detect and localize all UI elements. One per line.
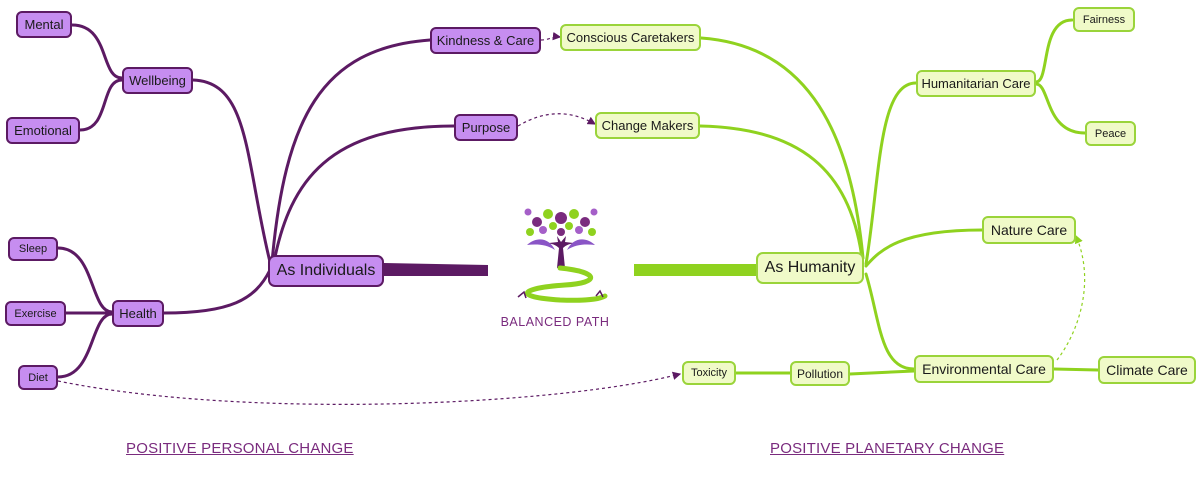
node-label: Health	[119, 306, 157, 321]
node-label: Diet	[28, 371, 48, 384]
link-kindness-individuals	[270, 38, 432, 264]
wedge-humanity	[634, 264, 756, 276]
node-purpose[interactable]: Purpose	[454, 114, 518, 141]
link-diet-health	[56, 312, 114, 379]
node-label: Humanitarian Care	[921, 76, 1031, 91]
link-purpose-individuals	[272, 124, 456, 264]
node-change-makers[interactable]: Change Makers	[595, 112, 700, 139]
link-climate-environmental	[1052, 367, 1100, 372]
node-label: Purpose	[461, 120, 511, 135]
node-label: Wellbeing	[129, 73, 186, 88]
link-mental-wellbeing	[70, 23, 124, 80]
dashed-purpose-changemakers	[517, 113, 597, 127]
node-peace[interactable]: Peace	[1085, 121, 1136, 146]
node-diet[interactable]: Diet	[18, 365, 58, 390]
node-label: Pollution	[796, 366, 844, 381]
node-label: Mental	[24, 17, 64, 32]
node-label: Exercise	[14, 307, 57, 320]
node-label: Nature Care	[990, 222, 1068, 238]
node-mental[interactable]: Mental	[16, 11, 72, 38]
node-label: As Individuals	[276, 262, 376, 279]
node-wellbeing[interactable]: Wellbeing	[122, 67, 193, 94]
link-pollution-environmental	[848, 369, 916, 376]
node-label: Climate Care	[1106, 362, 1188, 378]
node-exercise[interactable]: Exercise	[5, 301, 66, 326]
node-nature-care[interactable]: Nature Care	[982, 216, 1076, 244]
node-label: Kindness & Care	[436, 33, 535, 48]
link-humanitarian-humanity	[864, 81, 918, 266]
ground-grass	[517, 289, 604, 299]
node-label: Sleep	[18, 243, 48, 255]
link-changemakers-humanity	[698, 124, 864, 260]
hands-left	[527, 239, 555, 250]
node-environmental-care[interactable]: Environmental Care	[914, 355, 1054, 383]
link-emotional-wellbeing	[78, 78, 124, 132]
link-sleep-health	[56, 246, 114, 314]
tree-trunk	[540, 236, 582, 268]
wedge-individuals	[384, 263, 488, 276]
node-kindness-care[interactable]: Kindness & Care	[430, 27, 541, 54]
node-as-humanity[interactable]: As Humanity	[756, 252, 864, 284]
node-label: As Humanity	[764, 259, 856, 276]
node-label: Toxicity	[690, 367, 728, 379]
node-label: Conscious Caretakers	[566, 30, 695, 45]
dashed-kindness-conscious	[540, 31, 562, 41]
link-wellbeing-individuals	[191, 78, 272, 264]
node-label: Peace	[1094, 127, 1127, 140]
node-label: Environmental Care	[922, 361, 1046, 377]
node-toxicity[interactable]: Toxicity	[682, 361, 736, 385]
caption-planetary: POSITIVE PLANETARY CHANGE	[770, 440, 1005, 457]
logo-text: BALANCED PATH	[501, 315, 610, 329]
caption-personal: POSITIVE PERSONAL CHANGE	[126, 440, 354, 457]
node-climate-care[interactable]: Climate Care	[1098, 356, 1196, 384]
node-conscious-caretakers[interactable]: Conscious Caretakers	[560, 24, 701, 51]
node-label: Emotional	[14, 123, 72, 138]
node-sleep[interactable]: Sleep	[8, 237, 58, 261]
node-label: Fairness	[1082, 13, 1126, 26]
node-fairness[interactable]: Fairness	[1073, 7, 1135, 32]
hands-right	[567, 239, 595, 250]
balanced-path-logo: BALANCED PATH	[501, 208, 610, 329]
node-health[interactable]: Health	[112, 300, 164, 327]
node-label: Change Makers	[601, 118, 694, 133]
link-fairness-humanitarian	[1034, 18, 1074, 84]
link-conscious-humanity	[699, 36, 865, 260]
dashed-diet-toxicity	[57, 371, 682, 405]
link-environmental-humanity	[864, 272, 916, 371]
path-road	[524, 265, 608, 303]
node-emotional[interactable]: Emotional	[6, 117, 80, 144]
link-peace-humanitarian	[1034, 82, 1087, 135]
dashed-environmental-nature	[1056, 234, 1086, 361]
tree-foliage	[524, 208, 598, 236]
node-humanitarian-care[interactable]: Humanitarian Care	[916, 70, 1036, 97]
node-as-individuals[interactable]: As Individuals	[268, 255, 384, 287]
link-nature-humanity	[864, 228, 984, 268]
node-pollution[interactable]: Pollution	[790, 361, 850, 386]
link-health-individuals	[162, 268, 272, 315]
